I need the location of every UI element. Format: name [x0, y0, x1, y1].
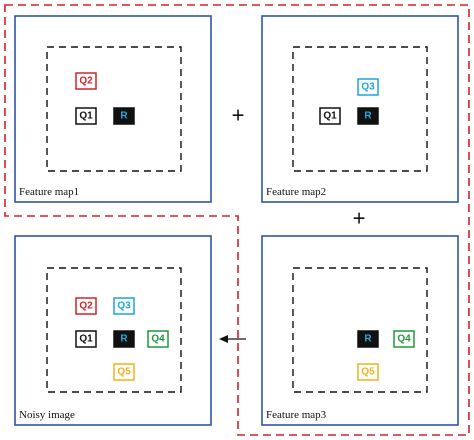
panel-border — [261, 15, 459, 203]
search-window — [292, 46, 428, 172]
panel-noisy-image: Q2 Q3 Q1 R Q4 Q5 Noisy image — [14, 235, 212, 426]
pixel-q5-label: Q5 — [117, 367, 131, 378]
panel-feature-map1: Q2 Q1 R Feature map1 — [14, 15, 212, 203]
pixel-q4-label: Q4 — [151, 334, 165, 345]
pixel-q1-label: Q1 — [323, 111, 337, 122]
pixel-q5: Q5 — [113, 363, 135, 381]
pixel-q3-label: Q3 — [117, 301, 131, 312]
pixel-q5: Q5 — [357, 363, 379, 381]
pixel-q4-label: Q4 — [397, 334, 411, 345]
arrow-left-icon — [219, 335, 246, 343]
pixel-r-label: R — [120, 334, 128, 345]
panel-label: Feature map1 — [19, 186, 79, 198]
panel-feature-map2: Q3 Q1 R Feature map2 — [261, 15, 459, 203]
feature-map-group-outline — [4, 4, 470, 436]
pixel-q4: Q4 — [147, 330, 169, 348]
panel-label: Noisy image — [19, 409, 75, 421]
pixel-q2-label: Q2 — [79, 76, 93, 87]
pixel-r-label: R — [364, 334, 372, 345]
pixel-r-label: R — [364, 111, 372, 122]
pixel-q1: Q1 — [75, 330, 97, 348]
panel-border — [14, 15, 212, 203]
pixel-r: R — [357, 107, 379, 125]
pixel-q2: Q2 — [75, 72, 97, 90]
pixel-q1: Q1 — [319, 107, 341, 125]
pixel-q4: Q4 — [393, 330, 415, 348]
pixel-q3: Q3 — [357, 78, 379, 96]
panel-border — [14, 235, 212, 426]
pixel-r: R — [113, 107, 135, 125]
pixel-q2-label: Q2 — [79, 301, 93, 312]
pixel-q1-label: Q1 — [79, 111, 93, 122]
pixel-q3: Q3 — [113, 297, 135, 315]
panel-feature-map3: R Q4 Q5 Feature map3 — [261, 235, 459, 426]
pixel-r-label: R — [120, 111, 128, 122]
pixel-q2: Q2 — [75, 297, 97, 315]
plus-operator: + — [232, 103, 245, 128]
search-window — [292, 267, 428, 393]
panel-border — [261, 235, 459, 426]
panel-label: Feature map3 — [266, 409, 327, 421]
pixel-q1-label: Q1 — [79, 334, 93, 345]
pixel-q3-label: Q3 — [361, 82, 375, 93]
pixel-r: R — [357, 330, 379, 348]
pixel-q5-label: Q5 — [361, 367, 375, 378]
search-window — [46, 46, 182, 172]
panel-label: Feature map2 — [266, 186, 326, 198]
pixel-q1: Q1 — [75, 107, 97, 125]
pixel-r: R — [113, 330, 135, 348]
search-window — [46, 267, 182, 393]
plus-operator: + — [353, 206, 366, 231]
